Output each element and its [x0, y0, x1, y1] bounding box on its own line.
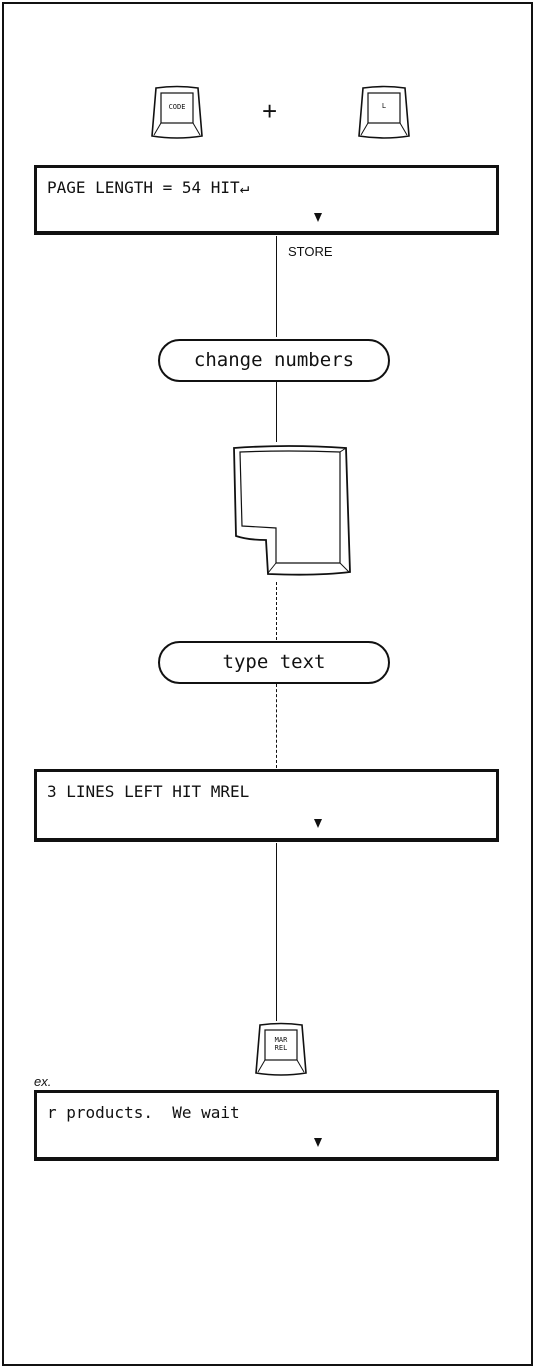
example-label: ex.	[34, 1074, 52, 1089]
l-key: L	[355, 84, 413, 142]
lines-left-display: 3 LINES LEFT HIT MREL	[34, 769, 499, 842]
example-display: r products. We wait	[34, 1090, 499, 1161]
lines-left-text: 3 LINES LEFT HIT MREL	[47, 782, 250, 801]
dotted-connector	[276, 582, 277, 640]
connector-line	[276, 382, 277, 442]
mar-rel-label-line2: REL	[274, 1044, 288, 1052]
dotted-connector	[276, 684, 277, 768]
type-text-pill: type text	[158, 641, 390, 684]
cursor-marker	[314, 819, 322, 828]
return-key	[228, 440, 356, 580]
page-length-text: PAGE LENGTH = 54 HIT↵	[47, 178, 250, 197]
example-text: r products. We wait	[47, 1103, 240, 1122]
mar-rel-label-line1: MAR	[274, 1036, 288, 1044]
code-key: CODE	[148, 84, 206, 142]
plus-sign: +	[262, 96, 278, 126]
l-key-label: L	[381, 102, 387, 110]
page-length-display: PAGE LENGTH = 54 HIT↵	[34, 165, 499, 235]
store-label: STORE	[288, 244, 333, 259]
cursor-marker	[314, 1138, 322, 1147]
code-key-label: CODE	[168, 103, 186, 111]
mar-rel-key: MAR REL	[252, 1021, 310, 1079]
connector-line	[276, 236, 277, 337]
connector-line	[276, 843, 277, 1021]
change-numbers-pill: change numbers	[158, 339, 390, 382]
cursor-marker	[314, 213, 322, 222]
